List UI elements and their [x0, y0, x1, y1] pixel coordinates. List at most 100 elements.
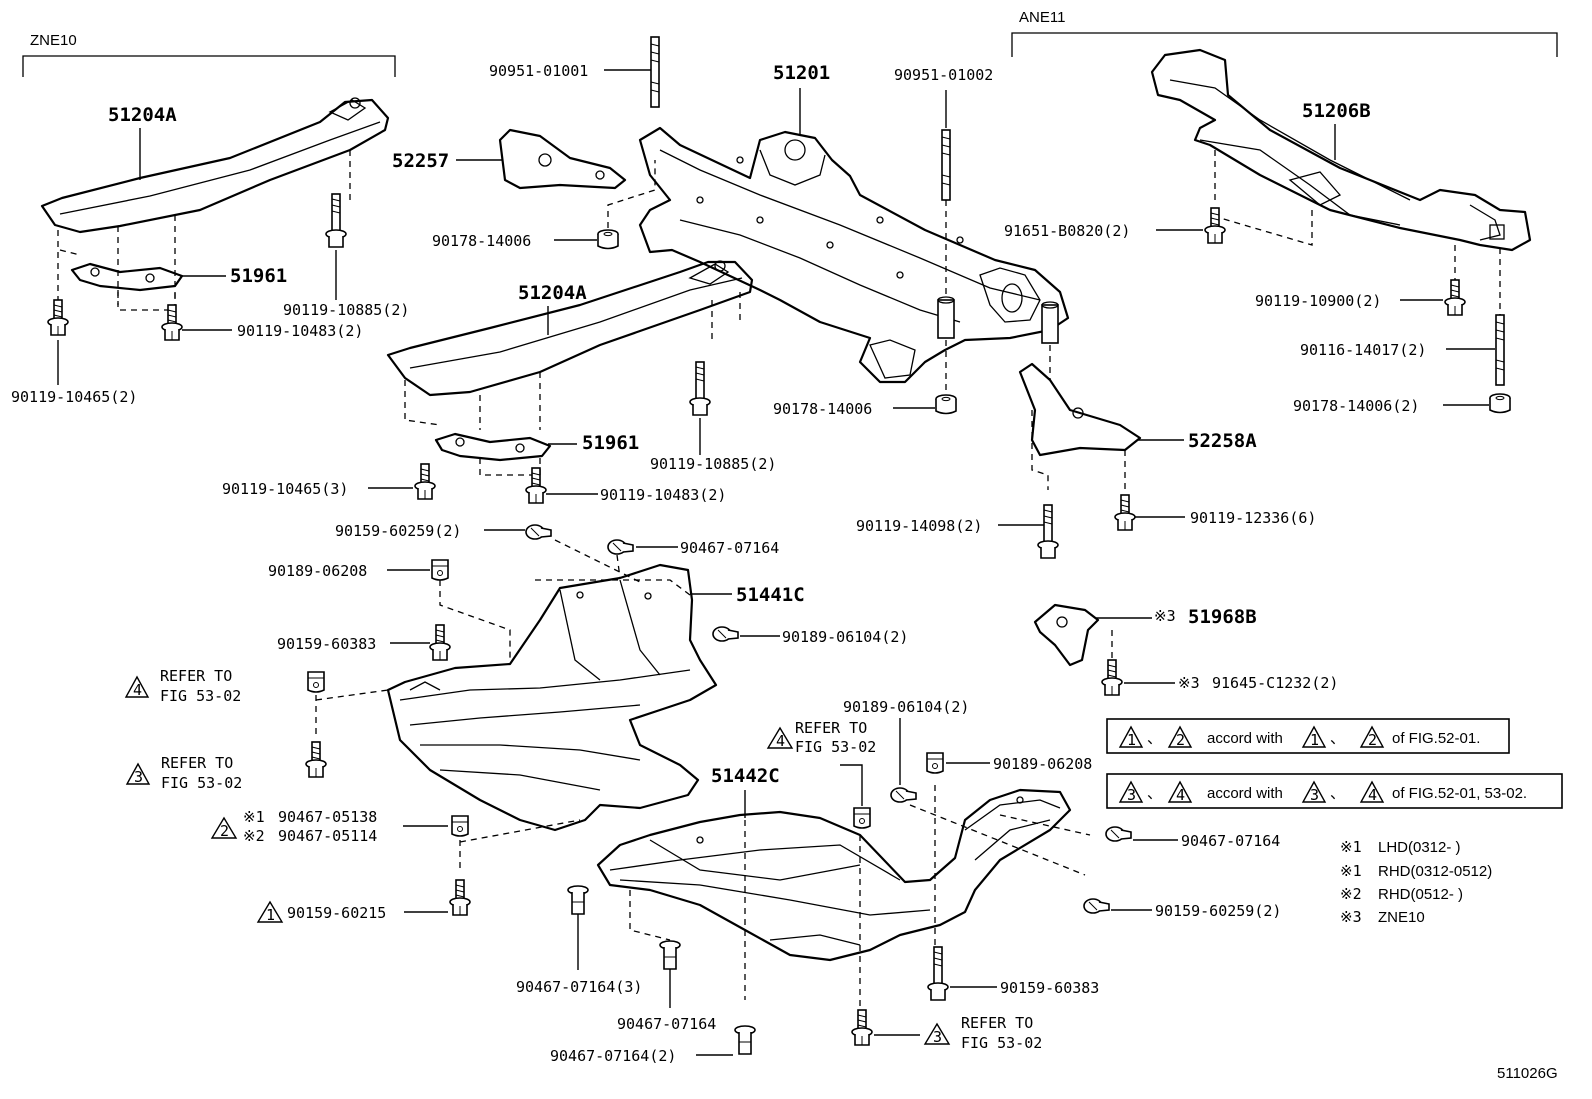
fig-ref-text: FIG 53-02 [961, 1034, 1042, 1052]
label-screw-60259-a: 90159-60259(2) [335, 522, 461, 540]
label-clip-07164-a: 90467-07164 [680, 539, 779, 557]
label-bolt-10885-a: 90119-10885(2) [283, 301, 409, 319]
mark-3-bolt: ※3 [1178, 674, 1200, 692]
svg-text:、: 、 [1147, 784, 1162, 802]
footnote-lhd: LHD(0312- ) [1378, 839, 1461, 856]
bolt-icon [414, 463, 436, 500]
stud-icon [941, 129, 951, 201]
crossmember-51201-illustration [638, 126, 1070, 384]
undercover-51441c-illustration [386, 563, 718, 832]
nut-icon [712, 626, 739, 642]
svg-text:4: 4 [133, 681, 142, 699]
bolt-icon [1204, 207, 1226, 244]
fig-ref-text: FIG 53-02 [161, 774, 242, 792]
speed-nut-icon [431, 559, 449, 581]
nut-icon [935, 394, 957, 415]
label-bolt-10885-b: 90119-10885(2) [650, 455, 776, 473]
footnote-rhd-0312-0512: RHD(0312-0512) [1378, 863, 1492, 880]
refer-2-clip: 2 ※1 90467-05138 ※2 90467-05114 [210, 808, 377, 845]
label-stud-01002: 90951-01002 [894, 66, 993, 84]
bolt-icon [927, 946, 949, 1001]
svg-text:※3: ※3 [1340, 908, 1362, 926]
label-screw-60383-a: 90159-60383 [277, 635, 376, 653]
bolt-icon [525, 467, 547, 504]
clip-icon [567, 885, 589, 915]
label-nut-14006-a: 90178-14006 [432, 232, 531, 250]
label-51442c: 51442C [711, 765, 780, 787]
footnotes: ※1 LHD(0312- ) ※1 RHD(0312-0512) ※2 RHD(… [1340, 838, 1492, 926]
bolt-icon [1101, 659, 1123, 696]
mark-1: ※1 [243, 808, 265, 826]
label-bolt-10900: 90119-10900(2) [1255, 292, 1381, 310]
label-nut-06208-a: 90189-06208 [268, 562, 367, 580]
bolt-icon [305, 741, 327, 778]
screw-icon [1083, 898, 1110, 914]
label-bolt-c1232: 91645-C1232(2) [1212, 674, 1338, 692]
mark-3-51968b: ※3 [1154, 607, 1176, 625]
bolt-icon [325, 193, 347, 248]
svg-text:1: 1 [1310, 731, 1319, 749]
svg-text:※1: ※1 [1340, 838, 1362, 856]
fig-ref-text: FIG 53-02 [160, 687, 241, 705]
svg-text:2: 2 [1176, 731, 1185, 749]
bracket-51961-top-illustration [70, 262, 184, 292]
svg-text:3: 3 [1127, 786, 1136, 804]
refer-4-right: 4 REFER TO FIG 53-02 [766, 719, 876, 756]
refer-3-left: 3 REFER TO FIG 53-02 [125, 754, 242, 792]
refer-1-left: 1 90159-60215 [256, 900, 386, 924]
note-of-fig-1: of FIG.52-01. [1392, 730, 1480, 747]
label-51204a-top: 51204A [108, 104, 177, 126]
note-accord-with: accord with [1207, 785, 1283, 802]
clip-icon [607, 539, 634, 555]
screw-icon [525, 524, 552, 540]
label-51968b: 51968B [1188, 606, 1257, 628]
clip-icon [734, 1025, 756, 1055]
label-bolt-14098: 90119-14098(2) [856, 517, 982, 535]
speed-nut-icon [307, 671, 325, 693]
crossmember-51206b-illustration [1150, 48, 1532, 318]
label-bolt-10465-b: 90119-10465(3) [222, 480, 348, 498]
bracket-51961-mid-illustration [434, 432, 552, 462]
svg-text:1: 1 [266, 906, 275, 924]
label-bolt-b0820: 91651-B0820(2) [1004, 222, 1130, 240]
refer-4-left: 4 REFER TO FIG 53-02 [124, 667, 241, 705]
nut-icon [890, 787, 917, 803]
label-stud-01001: 90951-01001 [489, 62, 588, 80]
label-screw-60259-b: 90159-60259(2) [1155, 902, 1281, 920]
bracket-52257-illustration [498, 128, 627, 190]
label-clip-07164-b: 90467-07164 [1181, 832, 1280, 850]
footnote-zne10: ZNE10 [1378, 909, 1425, 926]
bolt-icon [851, 1009, 873, 1046]
svg-text:3: 3 [933, 1028, 942, 1046]
label-nut-06104-a: 90189-06104(2) [782, 628, 908, 646]
speed-nut-icon [926, 752, 944, 774]
refer-to-text: REFER TO [961, 1014, 1033, 1032]
speed-nut-icon [451, 815, 469, 837]
label-screw-60215: 90159-60215 [287, 904, 386, 922]
svg-text:3: 3 [134, 768, 143, 786]
label-nut-06104-b: 90189-06104(2) [843, 698, 969, 716]
label-clip-07164-e: 90467-07164(2) [550, 1047, 676, 1065]
stud-icon [650, 36, 660, 108]
bracket-52258a-illustration [1018, 345, 1142, 490]
refer-3-bottom: 3 REFER TO FIG 53-02 [923, 1014, 1042, 1052]
label-stud-14017: 90116-14017(2) [1300, 341, 1426, 359]
undercover-51442c-illustration [596, 788, 1072, 962]
refer-to-text: REFER TO [160, 667, 232, 685]
variant-label-ane11: ANE11 [1019, 9, 1065, 26]
label-51204a-mid: 51204A [518, 282, 587, 304]
stud-icon [1495, 314, 1505, 386]
label-52258a: 52258A [1188, 430, 1257, 452]
label-screw-60383-b: 90159-60383 [1000, 979, 1099, 997]
label-nut-14006-b: 90178-14006 [773, 400, 872, 418]
svg-text:4: 4 [776, 732, 785, 750]
svg-text:※1: ※1 [1340, 862, 1362, 880]
speed-nut-icon [853, 807, 871, 829]
zne10-bracket: ZNE10 [22, 32, 396, 77]
label-51441c: 51441C [736, 584, 805, 606]
mark-2: ※2 [243, 827, 265, 845]
clip-icon [1105, 826, 1132, 842]
bolt-icon [47, 299, 69, 336]
figure-id: 511026G [1497, 1065, 1558, 1082]
